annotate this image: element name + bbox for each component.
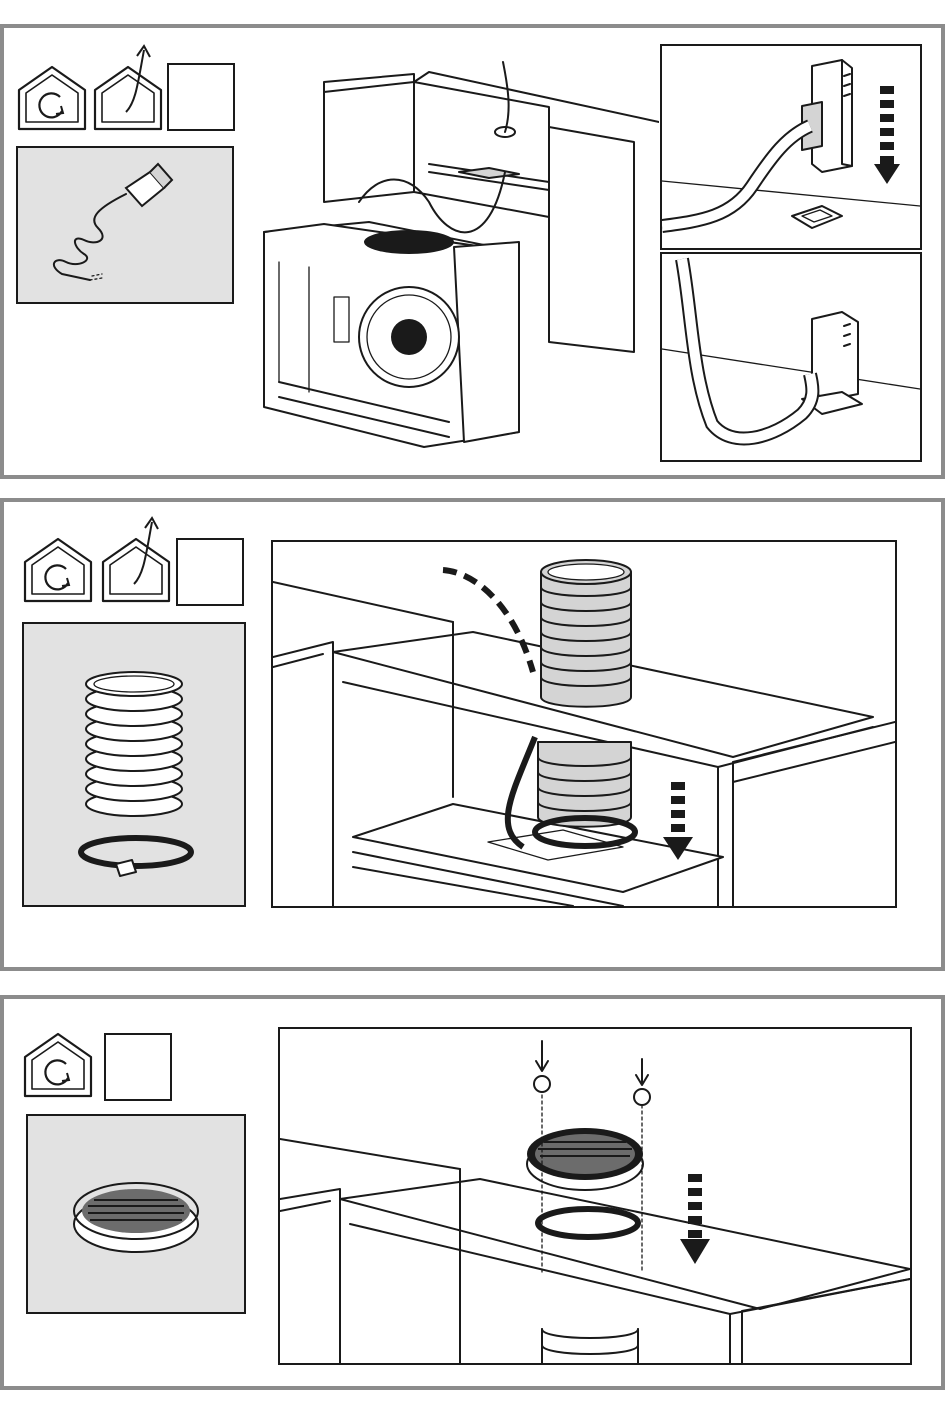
part-illustration-box (26, 1114, 246, 1314)
recirculation-mode-icon (22, 536, 94, 604)
empty-check-box (176, 538, 244, 606)
recirculation-mode-icon (22, 1031, 94, 1099)
detail-plug-top (660, 44, 922, 250)
step-2-panel (0, 498, 945, 971)
exhaust-mode-icon (92, 42, 164, 132)
round-grease-filter-icon (28, 1116, 244, 1312)
flexible-duct-with-clamp-icon (24, 624, 244, 905)
hood-cabinet-illustration (249, 52, 659, 452)
step-1-panel (0, 24, 945, 479)
exhaust-mode-icon (100, 514, 172, 604)
empty-check-box (167, 63, 235, 131)
power-cord-icon (18, 148, 232, 302)
part-illustration-box (22, 622, 246, 907)
part-illustration-box (16, 146, 234, 304)
empty-check-box (104, 1033, 172, 1101)
detail-plug-connected (660, 252, 922, 462)
filter-install-detail (278, 1027, 912, 1365)
recirculation-mode-icon (16, 64, 88, 132)
duct-install-detail (271, 540, 897, 908)
step-3-panel (0, 995, 945, 1390)
